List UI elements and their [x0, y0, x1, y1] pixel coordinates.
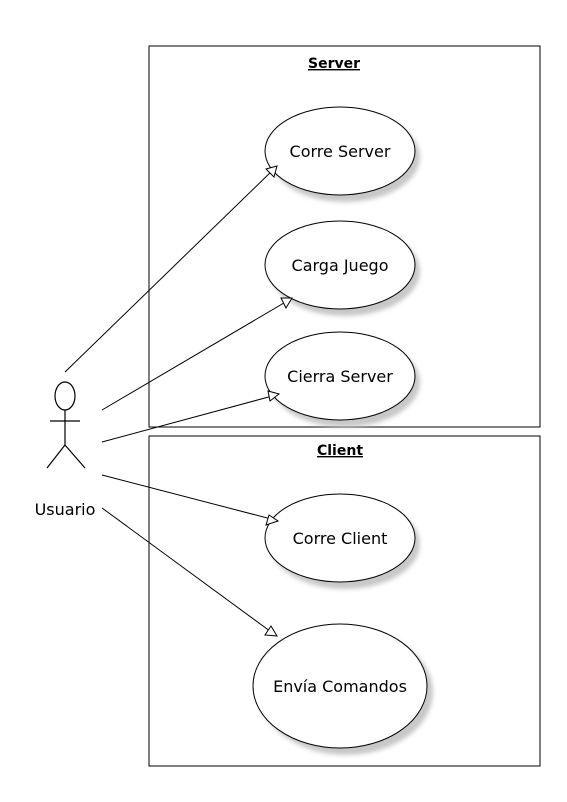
association-envia-comandos [101, 507, 278, 637]
association-cierra-server [101, 390, 281, 443]
system-title-server: Server [308, 56, 360, 72]
use-case-ellipse [264, 493, 416, 583]
system-title-client: Client [317, 443, 363, 459]
use-case-label: Carga Juego [292, 256, 389, 275]
system-boundary-client: Client [148, 435, 541, 767]
use-case-envia-comandos[interactable]: Envía Comandos [252, 623, 433, 755]
association-carga-juego [101, 297, 293, 411]
system-box-client [148, 435, 541, 767]
use-case-ellipse [264, 220, 416, 310]
use-case-corre-client[interactable]: Corre Client [264, 493, 420, 589]
use-case-corre-server[interactable]: Corre Server [264, 106, 420, 202]
actor-right-leg [64, 444, 86, 469]
use-case-label: Cierra Server [287, 367, 393, 386]
use-case-ellipse [264, 331, 416, 421]
actor-usuario[interactable]: Usuario [35, 381, 96, 519]
system-boundary-server: Server [148, 45, 541, 428]
association-corre-client [101, 474, 280, 526]
actor-head [54, 381, 76, 411]
use-case-label: Envía Comandos [273, 677, 407, 696]
actor-label: Usuario [35, 500, 96, 519]
system-box-server [148, 45, 541, 428]
association-corre-server [64, 165, 278, 373]
use-case-ellipse [252, 623, 428, 749]
use-case-cierra-server[interactable]: Cierra Server [264, 331, 420, 427]
use-case-label: Corre Client [293, 529, 388, 548]
use-case-ellipse [264, 106, 416, 196]
use-case-carga-juego[interactable]: Carga Juego [264, 220, 420, 316]
actor-left-leg [46, 444, 66, 469]
use-case-label: Corre Server [290, 142, 391, 161]
